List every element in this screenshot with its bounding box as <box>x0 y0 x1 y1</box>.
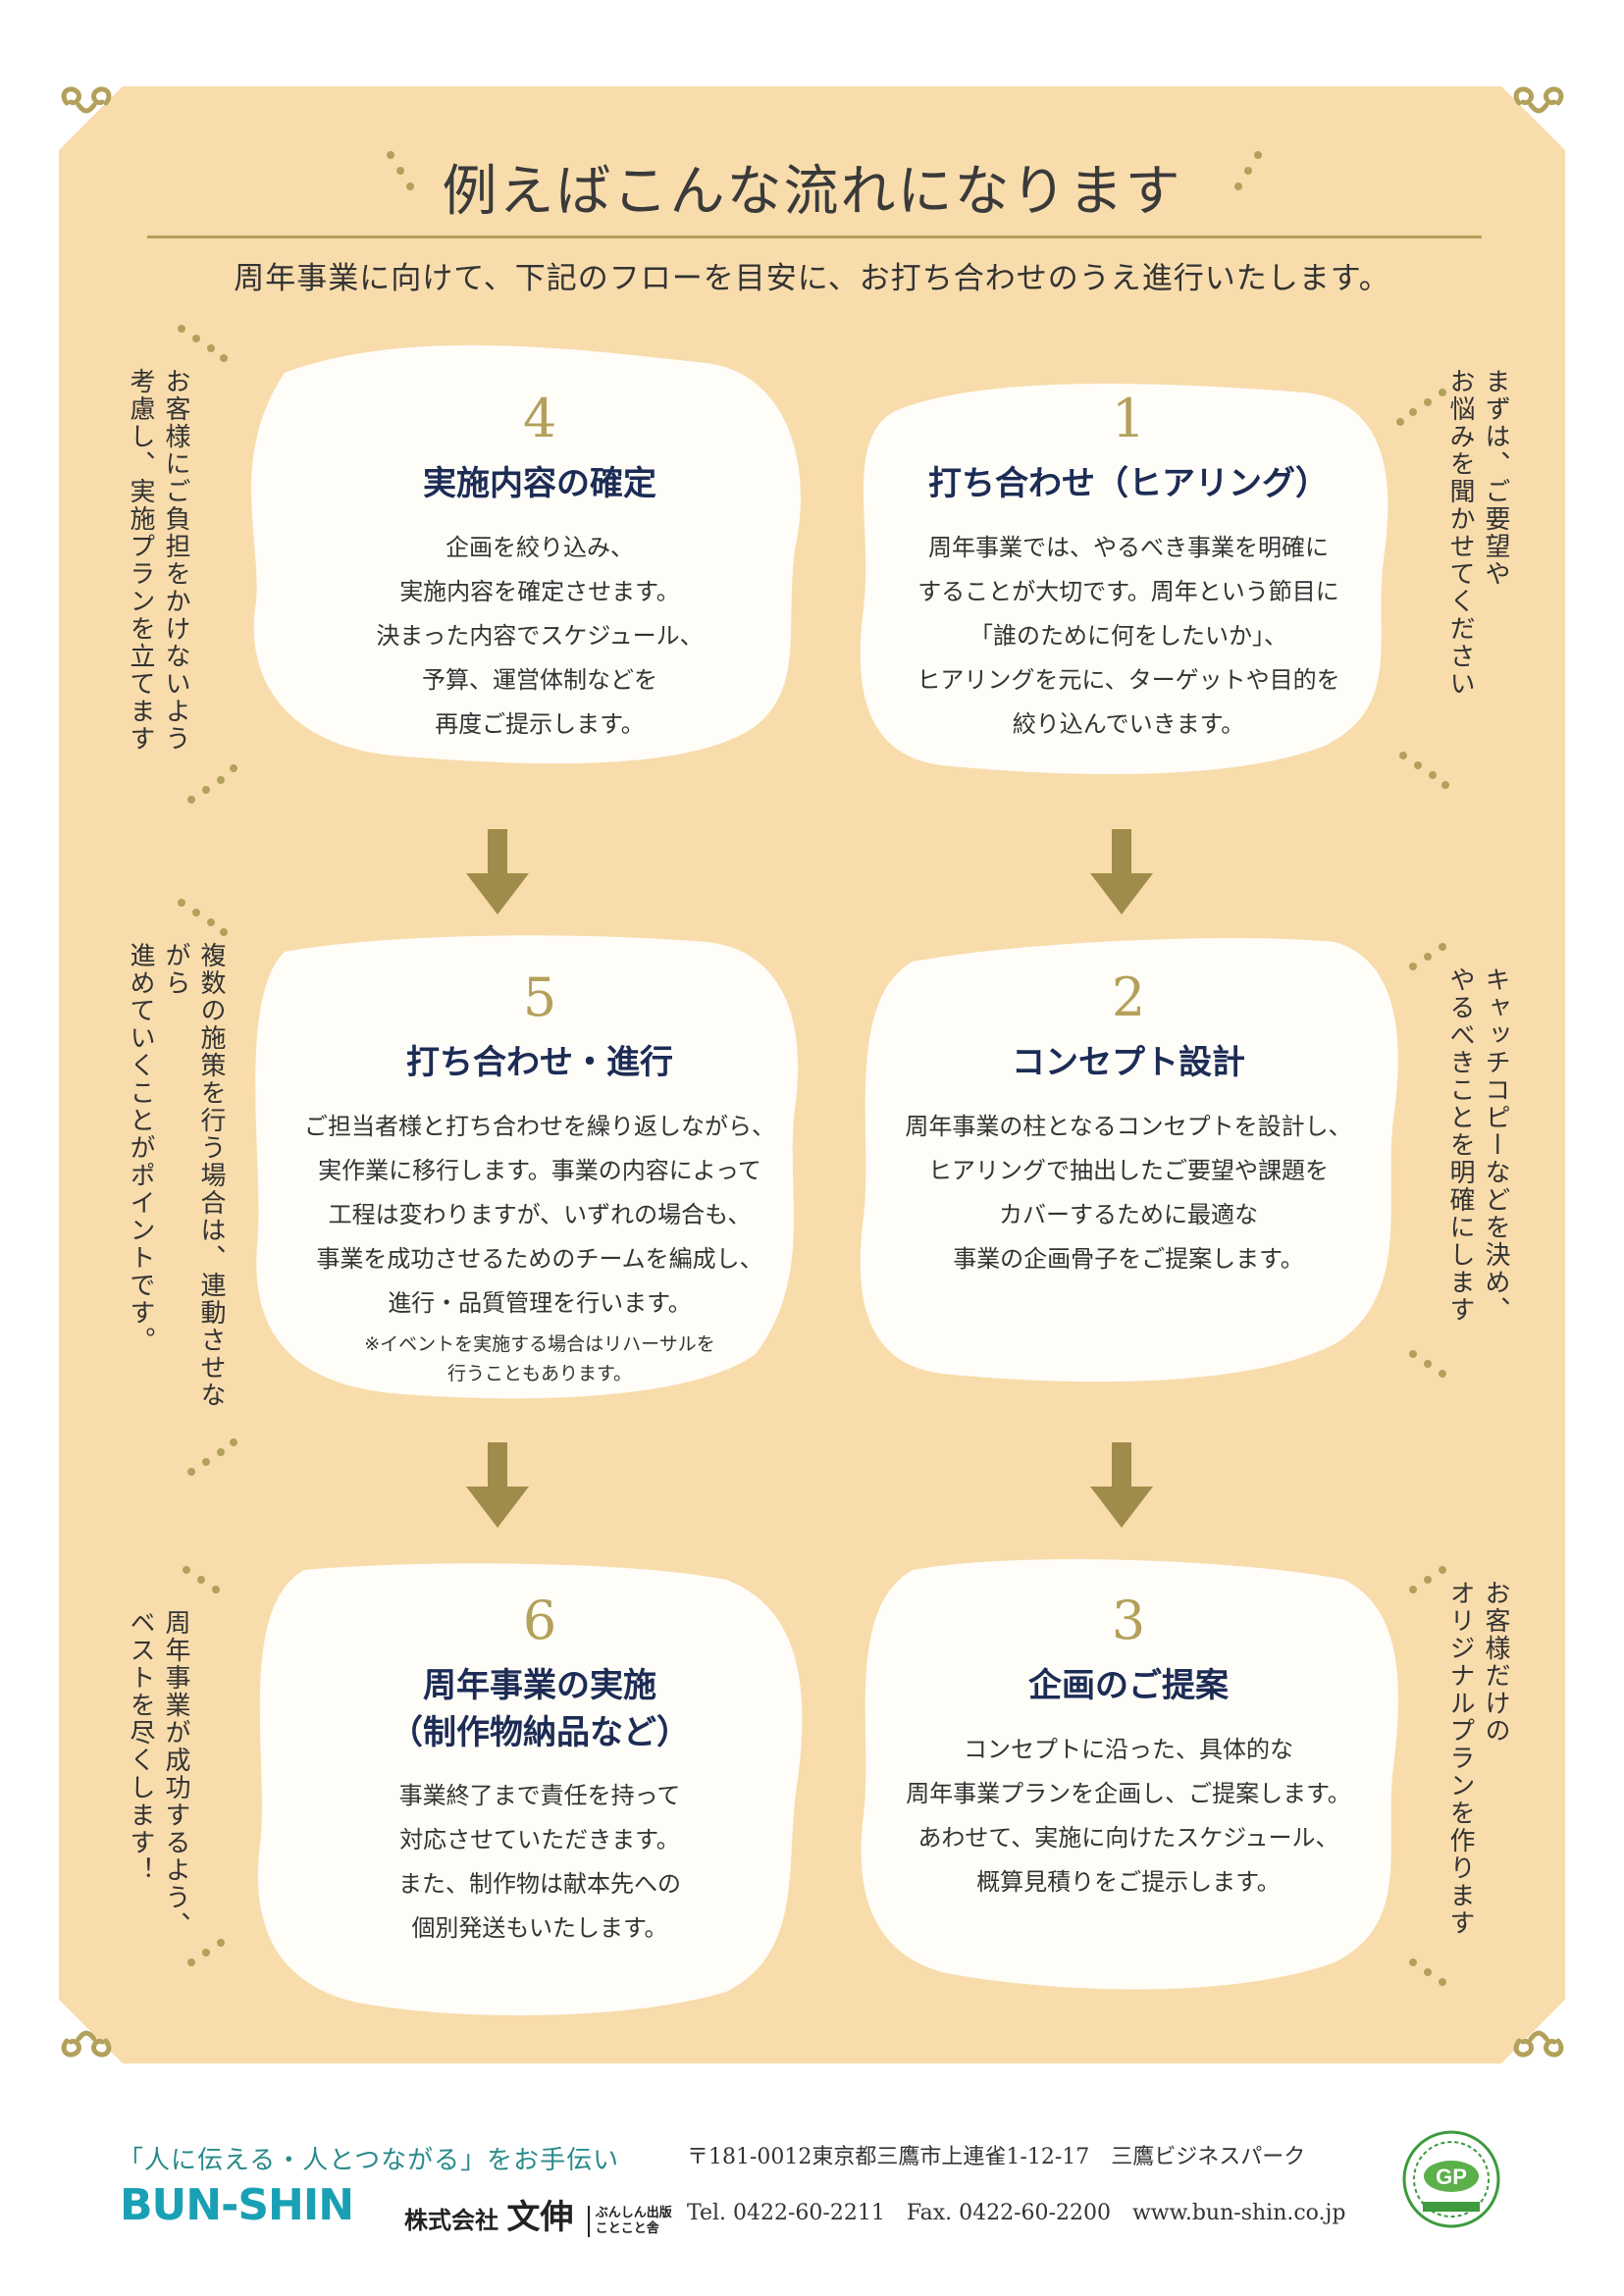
step-body: ご担当者様と打ち合わせを繰り返しながら、実作業に移行します。事業の内容によって工… <box>304 1112 775 1317</box>
step-number: 4 <box>522 388 557 449</box>
corner-ornament-icon <box>61 2030 112 2058</box>
step-2: 2 コンセプト設計 周年事業の柱となるコンセプトを設計し、ヒアリングで抽出したご… <box>864 971 1393 1281</box>
step-heading: 周年事業の実施（制作物納品など） <box>390 1666 690 1752</box>
corner-ornament-icon <box>1513 86 1564 114</box>
page-subtitle: 周年事業に向けて、下記のフローを目安に、お打ち合わせのうえ進行いたします。 <box>234 261 1390 296</box>
step-number: 1 <box>1111 388 1146 449</box>
step-number: 5 <box>522 966 557 1028</box>
page-title: 例えばこんな流れになります <box>442 160 1182 224</box>
step-body: 事業終了まで責任を持って対応させていただきます。また、制作物は献本先への個別発送… <box>398 1782 681 1943</box>
green-printing-badge-icon: GP <box>1402 2130 1500 2228</box>
step-body: 周年事業の柱となるコンセプトを設計し、ヒアリングで抽出したご要望や課題をカバーす… <box>905 1112 1352 1273</box>
step-heading: コンセプト設計 <box>1012 1043 1245 1082</box>
company-logo: BUN-SHIN <box>120 2180 354 2230</box>
title-dots-right <box>1234 151 1262 190</box>
corner-ornament-icon <box>1513 2030 1564 2058</box>
side-note-r1: まずは、ご要望やお悩みを聞かせてください <box>1445 368 1510 698</box>
step-body: 企画を絞り込み、実施内容を確定させます。決まった内容でスケジュール、予算、運営体… <box>376 533 704 738</box>
company-address: 〒181-0012東京都三鷹市上連雀1-12-17 三鷹ビジネスパーク <box>687 2145 1306 2169</box>
side-note-l1: お客様にご負担をかけないよう考慮し、実施プランを立てます <box>126 368 190 753</box>
step-6: 6 周年事業の実施（制作物納品など） 事業終了まで責任を持って対応させていただき… <box>285 1594 795 1951</box>
step-number: 2 <box>1111 966 1146 1028</box>
step-4: 4 実施内容の確定 企画を絞り込み、実施内容を確定させます。決まった内容でスケジ… <box>285 392 795 747</box>
blob-shapes <box>178 325 1449 1986</box>
company-name: 株式会社 文伸 ぶんしん出版ことこと舎 <box>404 2198 672 2237</box>
step-3: 3 企画のご提案 コンセプトに沿った、具体的な周年事業プランを企画し、ご提案しま… <box>864 1594 1393 1905</box>
company-contact: Tel. 0422-60-2211 Fax. 0422-60-2200 www.… <box>687 2201 1346 2225</box>
step-heading: 実施内容の確定 <box>423 464 656 503</box>
step-5: 5 打ち合わせ・進行 ご担当者様と打ち合わせを繰り返しながら、実作業に移行します… <box>265 971 814 1388</box>
step-number: 3 <box>1111 1590 1146 1651</box>
step-heading: 打ち合わせ（ヒアリング） <box>928 464 1329 503</box>
step-number: 6 <box>522 1590 557 1651</box>
step-note: ※イベントを実施する場合はリハーサルを行うこともあります。 <box>364 1332 715 1384</box>
side-note-r2: キャッチコピーなどを決め、やるべきことを明確にします <box>1445 966 1510 1324</box>
footer-tagline: 「人に伝える・人とつながる」をお手伝い <box>118 2146 620 2175</box>
side-note-l2: 複数の施策を行う場合は、連動させながら進めていくことがポイントです。 <box>126 942 226 1409</box>
title-divider <box>147 235 1482 238</box>
step-heading: 企画のご提案 <box>1028 1666 1229 1705</box>
step-body: コンセプトに沿った、具体的な周年事業プランを企画し、ご提案します。あわせて、実施… <box>906 1735 1351 1896</box>
side-note-l3: 周年事業が成功するよう、ベストを尽くします！ <box>126 1609 190 1939</box>
side-note-r3: お客様だけのオリジナルプランを作ります <box>1445 1580 1510 1937</box>
corner-ornament-icon <box>61 86 112 114</box>
title-dots-left <box>387 151 414 190</box>
step-body: 周年事業では、やるべき事業を明確にすることが大切です。周年という節目に「誰のため… <box>917 533 1340 738</box>
badge-text: GP <box>1436 2165 1467 2189</box>
step-heading: 打ち合わせ・進行 <box>406 1043 673 1082</box>
step-1: 1 打ち合わせ（ヒアリング） 周年事業では、やるべき事業を明確にすることが大切で… <box>864 392 1393 747</box>
